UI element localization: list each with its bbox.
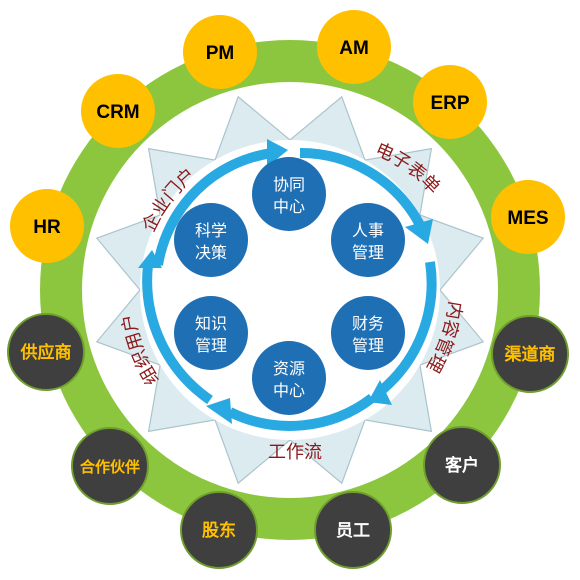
cycle-arrow-left [142,264,213,405]
service-label: MES [507,208,548,229]
cycle-arrow-top-right [299,147,425,228]
partner-circle [180,491,258,569]
module-circle [252,341,326,415]
partner-circle [491,315,569,393]
partner-node-shareholder: 股东 [180,491,258,569]
service-node-am: AM [317,10,391,84]
module-label-line1: 财务 [352,314,384,333]
partner-circle [423,426,501,504]
service-circle [413,65,487,139]
module-knowledge-management: 知识 管理 [174,296,248,370]
arrow-head-left [138,250,162,268]
service-label: CRM [96,102,139,123]
partner-node-channel: 渠道商 [491,315,569,393]
module-label-line2: 管理 [352,243,384,262]
module-scientific-decision: 科学 决策 [174,203,248,277]
partner-label: 客户 [444,455,479,476]
partner-label: 供应商 [20,342,72,363]
module-label-line2: 中心 [273,197,305,216]
module-label-line1: 科学 [195,221,227,240]
service-node-pm: PM [183,15,257,89]
module-label-line2: 决策 [195,243,227,262]
service-circle [10,189,84,263]
partner-node-partners: 合作伙伴 [71,427,149,505]
module-label-line1: 资源 [273,359,305,378]
module-circle [174,296,248,370]
module-label-line2: 管理 [195,336,227,355]
partner-circle [314,491,392,569]
cycle-arrow-top-left [153,148,273,266]
partner-circle [71,427,149,505]
module-circle [174,203,248,277]
cycle-arrow-right [378,261,437,394]
module-finance-management: 财务 管理 [331,296,405,370]
arrow-head-top-left [267,139,288,167]
arrow-head-bottom [206,398,232,424]
module-circle [331,203,405,277]
module-hr-management: 人事 管理 [331,203,405,277]
service-node-hr: HR [10,189,84,263]
service-label: PM [206,43,235,64]
partner-node-supplier: 供应商 [7,313,85,391]
partner-circle [7,313,85,391]
module-label-line1: 协同 [273,175,305,194]
module-label-line1: 知识 [195,314,227,333]
partner-node-employee: 员工 [314,491,392,569]
service-node-crm: CRM [81,74,155,148]
partner-label: 渠道商 [504,344,556,365]
service-node-erp: ERP [413,65,487,139]
module-collaboration-center: 协同 中心 [252,157,326,231]
service-circle [317,10,391,84]
module-label-line1: 人事 [352,221,384,240]
service-label: AM [339,38,369,59]
service-circle [81,74,155,148]
service-label: ERP [430,93,469,114]
module-circle [331,296,405,370]
service-circle [491,180,565,254]
cycle-arrow-bottom [227,394,376,431]
cycle-arrows [138,139,437,431]
partner-node-customer: 客户 [423,426,501,504]
module-circle [252,157,326,231]
module-resource-center: 资源 中心 [252,341,326,415]
arrow-head-right [368,380,392,405]
ring-label-workflow: 工作流 [268,442,322,463]
partner-label: 员工 [336,521,370,541]
module-label-line2: 管理 [352,336,384,355]
module-label-line2: 中心 [273,381,305,400]
arrow-head-top-right [405,219,433,244]
partner-label: 合作伙伴 [79,458,140,476]
service-label: HR [33,217,61,238]
service-circle [183,15,257,89]
service-node-mes: MES [491,180,565,254]
partner-label: 股东 [202,520,236,541]
